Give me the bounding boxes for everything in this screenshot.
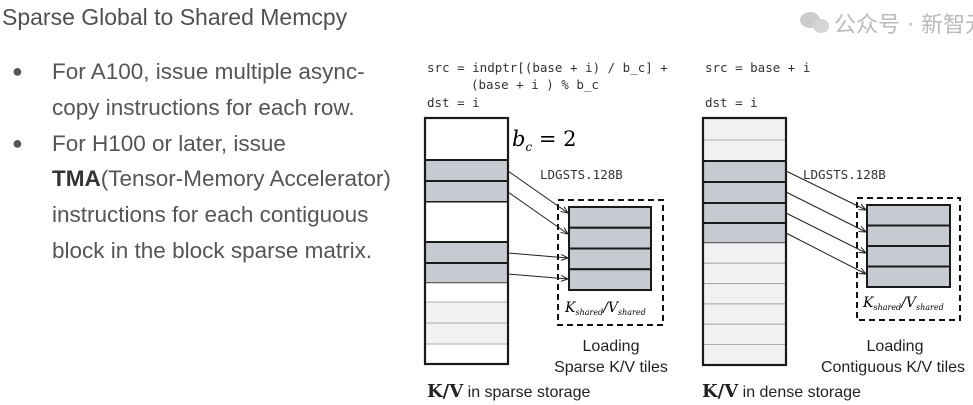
shared-tile	[568, 268, 652, 291]
column-outline	[423, 116, 510, 366]
dst-code: dst = i	[427, 95, 480, 110]
shared-tiles	[568, 206, 652, 291]
dst-code: dst = i	[705, 95, 758, 110]
shared-tile	[568, 247, 652, 271]
tile-row	[424, 180, 509, 203]
bullet-h100: ● For H100 or later, issue TMA(Tensor-Mem…	[10, 126, 392, 269]
arrow	[785, 212, 866, 253]
empty-row	[702, 139, 787, 162]
tile-row	[424, 159, 509, 182]
tile-row	[702, 181, 787, 204]
shared-tile	[866, 245, 951, 268]
tile-row	[424, 241, 509, 264]
caption-tiles: Sparse K/V tiles	[554, 359, 668, 376]
bullet-dot-icon: ●	[12, 132, 23, 153]
slide-title: Sparse Global to Shared Memcpy	[2, 4, 348, 30]
empty-row	[702, 344, 787, 366]
shared-label: Kshared/Vshared	[564, 300, 646, 317]
shared-label: Kshared/Vshared	[862, 295, 944, 312]
tile-row	[702, 222, 787, 244]
shared-tile	[568, 206, 652, 229]
sparse-storage-column	[423, 116, 510, 366]
storage-label: K/V in dense storage	[702, 381, 861, 402]
empty-row	[702, 283, 787, 305]
bullet-text: For A100, issue multiple async-copy inst…	[52, 59, 365, 120]
empty-row	[702, 242, 787, 264]
tile-row	[424, 262, 509, 284]
caption-loading: Loading	[583, 338, 640, 355]
instruction-label: LDGSTS.128B	[803, 167, 886, 182]
tile-row	[702, 202, 787, 224]
shared-memory-box	[856, 197, 961, 321]
shared-tile	[866, 204, 951, 227]
empty-row	[424, 343, 509, 365]
arrow	[785, 232, 866, 274]
shared-tile	[866, 224, 951, 247]
copy-arrows	[785, 170, 866, 274]
wechat-icon	[800, 12, 829, 33]
bullet-list: ● For A100, issue multiple async-copy ins…	[10, 54, 392, 269]
shared-tile	[568, 226, 652, 250]
empty-row	[424, 117, 509, 161]
arrow	[507, 273, 568, 279]
tile-row	[702, 160, 787, 183]
column-outline	[701, 116, 788, 367]
src-code: src = base + i	[705, 60, 810, 75]
bullet-a100: ● For A100, issue multiple async-copy ins…	[10, 54, 392, 126]
shared-tiles	[866, 204, 951, 288]
dense-storage-column	[701, 116, 788, 367]
empty-row	[424, 322, 509, 345]
empty-row	[702, 303, 787, 325]
empty-row	[702, 117, 787, 141]
arrow	[507, 170, 568, 213]
block-size-label: bc = 2	[512, 127, 577, 154]
instruction-label: LDGSTS.128B	[540, 167, 623, 182]
storage-label: K/V in sparse storage	[427, 381, 590, 402]
shared-tile	[866, 265, 951, 288]
empty-row	[424, 301, 509, 324]
arrow	[507, 252, 568, 258]
caption-loading: Loading	[867, 338, 924, 355]
arrow	[507, 191, 568, 234]
empty-row	[424, 201, 509, 243]
arrow	[785, 191, 866, 232]
empty-row	[424, 282, 509, 303]
src-code-cont: (base + i ) % b_c	[471, 77, 599, 92]
bullet-text: (Tensor-Memory Accelerator) instructions…	[52, 166, 391, 263]
bullet-bold-term: TMA	[52, 166, 101, 192]
shared-memory-box	[557, 199, 664, 326]
arrow	[785, 170, 866, 210]
copy-arrows	[507, 170, 568, 279]
empty-row	[702, 262, 787, 285]
caption-tiles: Contiguous K/V tiles	[821, 359, 965, 376]
src-code: src = indptr[(base + i) / b_c] +	[427, 60, 668, 75]
bullet-dot-icon: ●	[12, 61, 23, 81]
empty-row	[702, 323, 787, 346]
bullet-text: For H100 or later, issue	[52, 130, 286, 156]
watermark: 公众号 · 新智元	[834, 13, 973, 38]
